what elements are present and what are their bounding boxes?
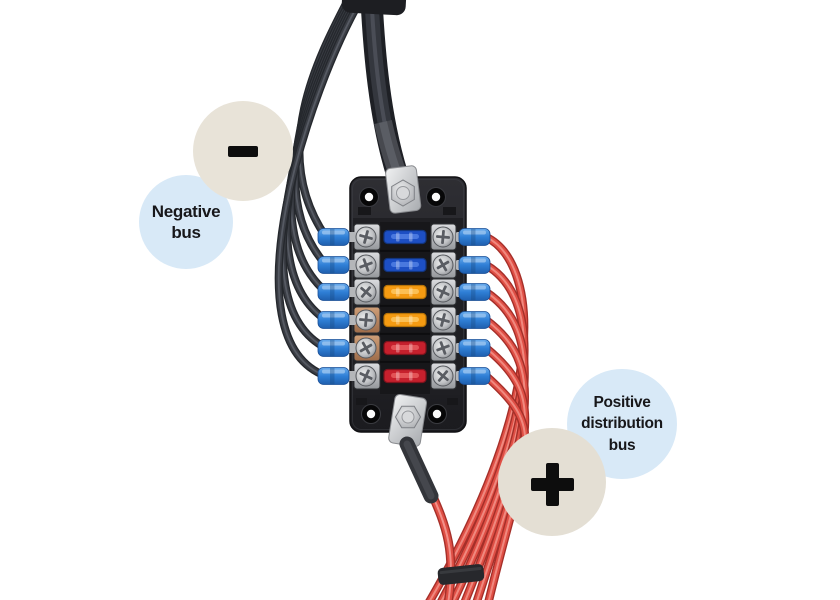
fuse-row [317, 278, 491, 307]
cable-tie [437, 564, 485, 585]
ring-terminal [348, 371, 356, 381]
mounting-hole [426, 187, 446, 207]
plus-icon [530, 463, 574, 506]
fuse-row [317, 334, 491, 363]
ring-terminal [348, 343, 356, 353]
label-line: distribution [581, 415, 663, 433]
screw-slot [436, 258, 450, 272]
fuse-row [317, 362, 491, 390]
ring-terminal [348, 260, 356, 270]
label-line: bus [171, 223, 201, 242]
cable-boot [341, 0, 407, 16]
label-line: Negative [151, 202, 221, 221]
negative-stud-terminal [385, 165, 422, 214]
screw-slot [359, 230, 373, 244]
plus-symbol-badge [498, 428, 606, 536]
fuse-row [317, 223, 491, 252]
ring-terminal [348, 315, 356, 325]
negative-wires [274, 0, 366, 380]
screw-slot [358, 312, 374, 328]
ring-terminal [348, 232, 356, 242]
label-line: Positive [593, 393, 651, 411]
screw-slot [436, 285, 450, 299]
fuse-row [317, 306, 491, 335]
positive-stud-terminal [388, 393, 439, 504]
fuse-strip [380, 222, 430, 394]
screw-slot [436, 313, 450, 327]
negative-wire [277, 0, 362, 377]
minus-icon [228, 145, 258, 157]
label-line: bus [608, 436, 636, 454]
mounting-hole [427, 404, 447, 424]
screw-slot [436, 341, 450, 355]
positive-bus-label-text: Positive distribution bus [581, 392, 663, 457]
mounting-hole [359, 187, 379, 207]
screw-slot [359, 369, 373, 383]
minus-symbol-badge [193, 101, 293, 201]
fuse-row [317, 251, 491, 280]
mounting-hole [361, 404, 381, 424]
screw-slot [435, 229, 451, 245]
screw-slot [359, 258, 373, 272]
screw-slot [359, 341, 373, 355]
screw-slot [360, 286, 372, 298]
fuse-rows [317, 223, 491, 390]
negative-bus-label-text: Negative bus [151, 201, 221, 243]
screw-slot [437, 370, 449, 382]
ring-terminal [348, 287, 356, 297]
